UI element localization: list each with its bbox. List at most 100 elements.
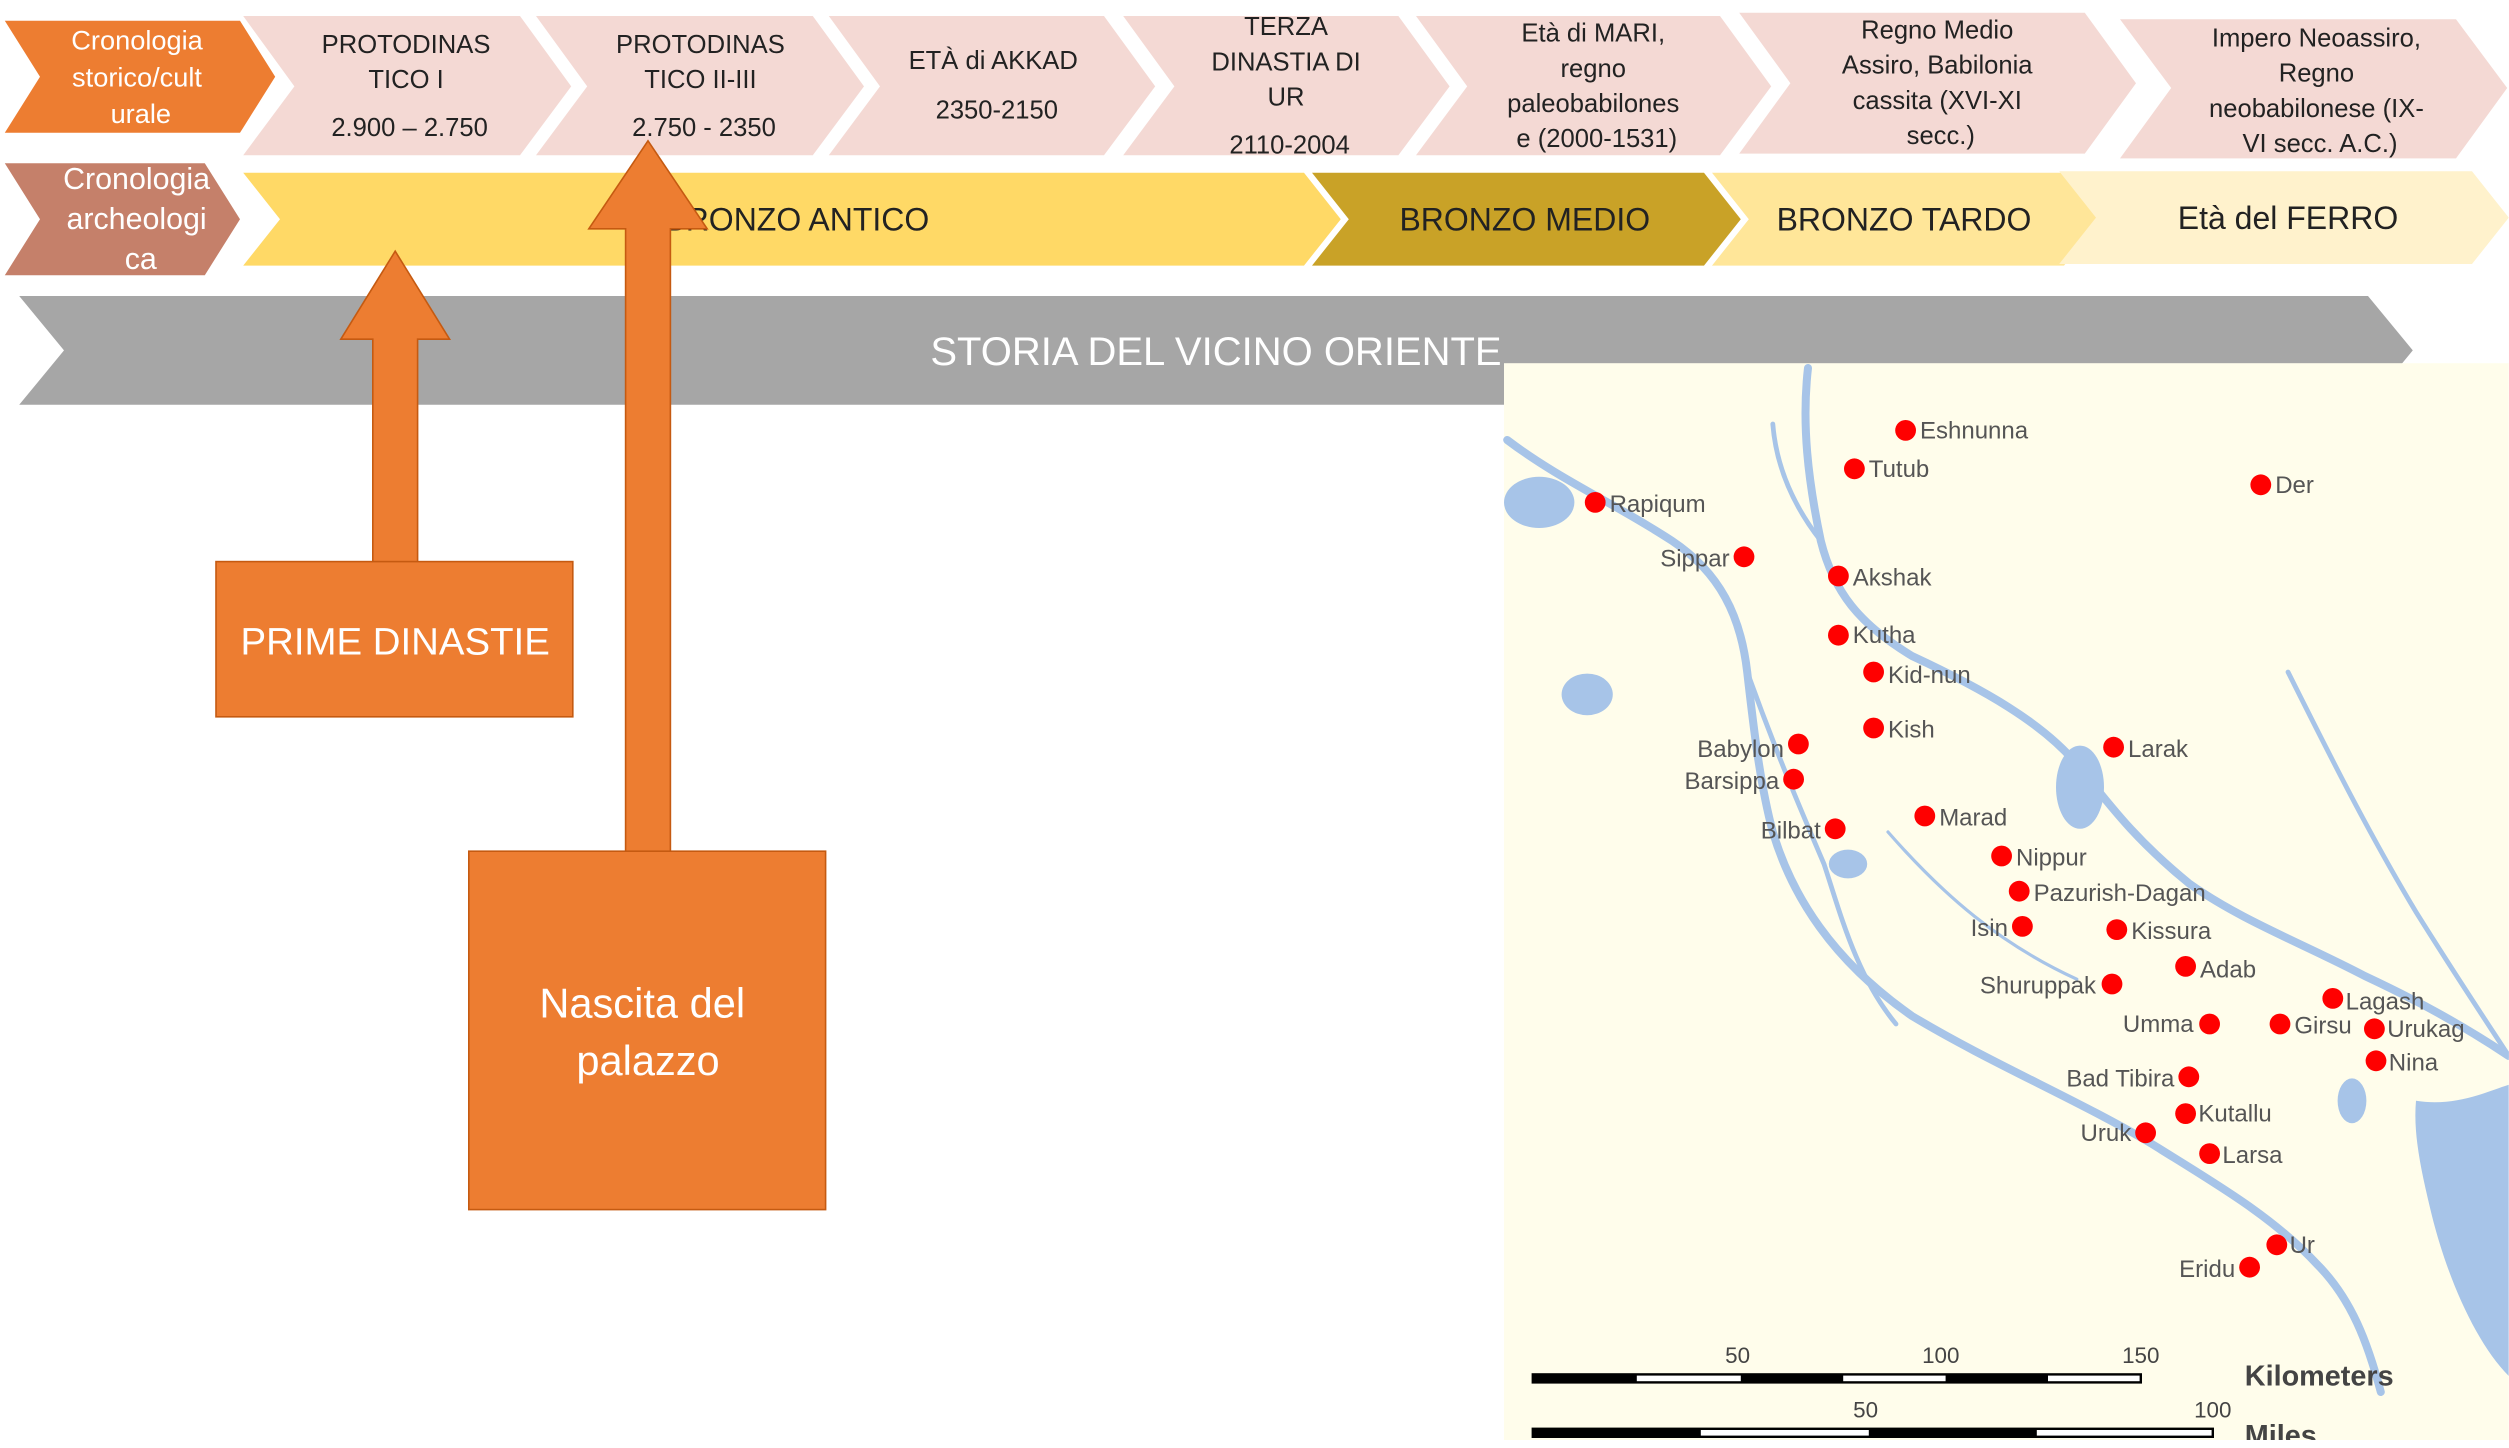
- city-dot: [2178, 1066, 2200, 1088]
- city-dot: [2199, 1143, 2220, 1164]
- city-label: Nippur: [2016, 845, 2087, 872]
- period-line: Impero Neoassiro,: [2212, 24, 2421, 52]
- km-tick-label: 150: [2122, 1343, 2159, 1368]
- callout-box: [215, 560, 574, 718]
- age-label-bronzo-antico: BRONZO ANTICO: [664, 201, 929, 237]
- city-dot: [1828, 624, 1849, 646]
- city-dot: [1733, 546, 1755, 568]
- city-marker: Kid-nun: [1863, 661, 1971, 689]
- mi-tick-label: 100: [2194, 1398, 2231, 1423]
- city-marker: Girsu: [2269, 1013, 2352, 1040]
- city-label: Adab: [2200, 957, 2256, 984]
- period-chevron-neoassiro: [2120, 19, 2508, 159]
- period-line: ETÀ di AKKAD: [909, 46, 1078, 75]
- period-line: PROTODINAS: [322, 31, 491, 59]
- city-marker: Nippur: [1991, 845, 2087, 872]
- city-label: Girsu: [2294, 1013, 2351, 1040]
- euphrates-river: [1503, 436, 2385, 1397]
- city-label: Kish: [1888, 717, 1935, 744]
- city-label: Pazurish-Dagan: [2034, 880, 2206, 907]
- city-label: Lagash: [2346, 989, 2425, 1016]
- city-label: Tutub: [1869, 456, 1929, 483]
- age-chevron-eta-ferro: [2059, 171, 2509, 264]
- period-label-protodinastico-2-3: PROTODINAS TICO II-III 2.750 - 2350: [616, 31, 792, 142]
- city-dot: [1914, 805, 1936, 827]
- city-dot: [2365, 1050, 2387, 1072]
- city-label: Rapiqum: [1610, 491, 1706, 518]
- canal: [1886, 830, 2079, 981]
- city-label: Kissura: [2131, 918, 2212, 945]
- period-chevron-mari: [1416, 16, 1772, 156]
- mi-bar-segment: [1868, 1428, 2037, 1437]
- city-marker: Kish: [1863, 717, 1935, 744]
- row-archaeological-chronology: Cronologia archeologi ca BRONZO ANTICO B…: [4, 162, 2509, 276]
- lake: [1828, 849, 1868, 879]
- city-label: Der: [2275, 472, 2314, 499]
- city-marker: Lagash: [2322, 988, 2424, 1016]
- city-label: Eridu: [2179, 1256, 2235, 1283]
- period-line: 2.900 – 2.750: [331, 114, 488, 142]
- period-chevron-protodinastico-1: [243, 16, 572, 156]
- city-dot: [1863, 661, 1884, 683]
- period-label-medio-assiro: Regno Medio Assiro, Babilonia cassita (X…: [1842, 16, 2040, 150]
- period-line: TICO II-III: [644, 66, 756, 94]
- city-dot: [1828, 565, 1849, 587]
- city-marker: Babylon: [1697, 733, 1809, 763]
- row2-label-text: Cronologia archeologi ca: [63, 162, 218, 276]
- map-lakes: [1504, 476, 2509, 1376]
- city-marker: Bilbat: [1761, 817, 1846, 844]
- city-label: Kid-nun: [1888, 662, 1971, 689]
- callout-line: palazzo: [576, 1037, 719, 1084]
- city-label: Kutha: [1853, 622, 1916, 649]
- lake: [2337, 1078, 2367, 1124]
- period-line: TICO I: [368, 66, 443, 94]
- city-marker: Larak: [2103, 736, 2189, 763]
- period-line: Età di MARI,: [1521, 20, 1665, 48]
- city-label: Babylon: [1697, 736, 1784, 763]
- city-marker: Der: [2250, 472, 2314, 499]
- city-marker: Uruk: [2081, 1120, 2156, 1147]
- mi-tick-label: 50: [1853, 1398, 1878, 1423]
- city-label: Urukag: [2387, 1016, 2464, 1043]
- euphrates-branch: [1744, 669, 1899, 1027]
- city-marker: Tutub: [1844, 456, 1929, 483]
- city-marker: Marad: [1914, 805, 2007, 832]
- row1-label-line: storico/cult: [72, 61, 202, 92]
- age-label-bronzo-tardo: BRONZO TARDO: [1777, 201, 2032, 237]
- km-bar-segment: [1740, 1374, 1844, 1383]
- age-label-eta-ferro: Età del FERRO: [2178, 200, 2399, 236]
- city-label: Uruk: [2081, 1120, 2133, 1147]
- row1-label-line: urale: [111, 98, 171, 129]
- city-label: Shuruppak: [1980, 973, 2097, 1000]
- city-marker: Urukag: [2364, 1016, 2465, 1043]
- city-dot: [2199, 1013, 2220, 1035]
- city-dot: [2175, 1103, 2196, 1124]
- row2-label-line: ca: [125, 242, 157, 276]
- period-line: cassita (XVI-XI: [1853, 87, 2022, 115]
- city-dot: [2175, 956, 2196, 977]
- callout-box: [468, 850, 827, 1211]
- city-dot: [1895, 420, 1916, 441]
- city-label: Larak: [2128, 736, 2189, 763]
- period-line: PROTODINAS: [616, 31, 785, 59]
- period-label-neoassiro: Impero Neoassiro, Regno neobabilonese (I…: [2209, 24, 2431, 158]
- city-marker: Nina: [2365, 1049, 2439, 1076]
- lake: [1561, 673, 1613, 716]
- tigris-upper: [1770, 421, 1824, 544]
- period-line: VI secc. A.C.): [2242, 130, 2397, 158]
- lake: [1504, 476, 1575, 528]
- city-dot: [1824, 818, 1846, 840]
- map-scale-bar: 50 100 150 Kilometers 50 100 Miles: [1531, 1343, 2394, 1448]
- city-label: Eshnunna: [1920, 417, 2029, 444]
- km-bar-segment: [1532, 1374, 1637, 1383]
- city-label: Bad Tibira: [2066, 1065, 2175, 1092]
- persian-gulf: [2415, 1084, 2509, 1376]
- city-dot: [2269, 1013, 2291, 1035]
- city-marker: Umma: [2123, 1011, 2220, 1038]
- period-label-ur3: TERZA DINASTIA DI UR 2110-2004: [1211, 13, 1367, 159]
- city-dot: [1991, 845, 2012, 867]
- period-line: 2350-2150: [936, 96, 1058, 124]
- city-marker: Isin: [1971, 915, 2033, 942]
- city-label: Sippar: [1660, 545, 1729, 572]
